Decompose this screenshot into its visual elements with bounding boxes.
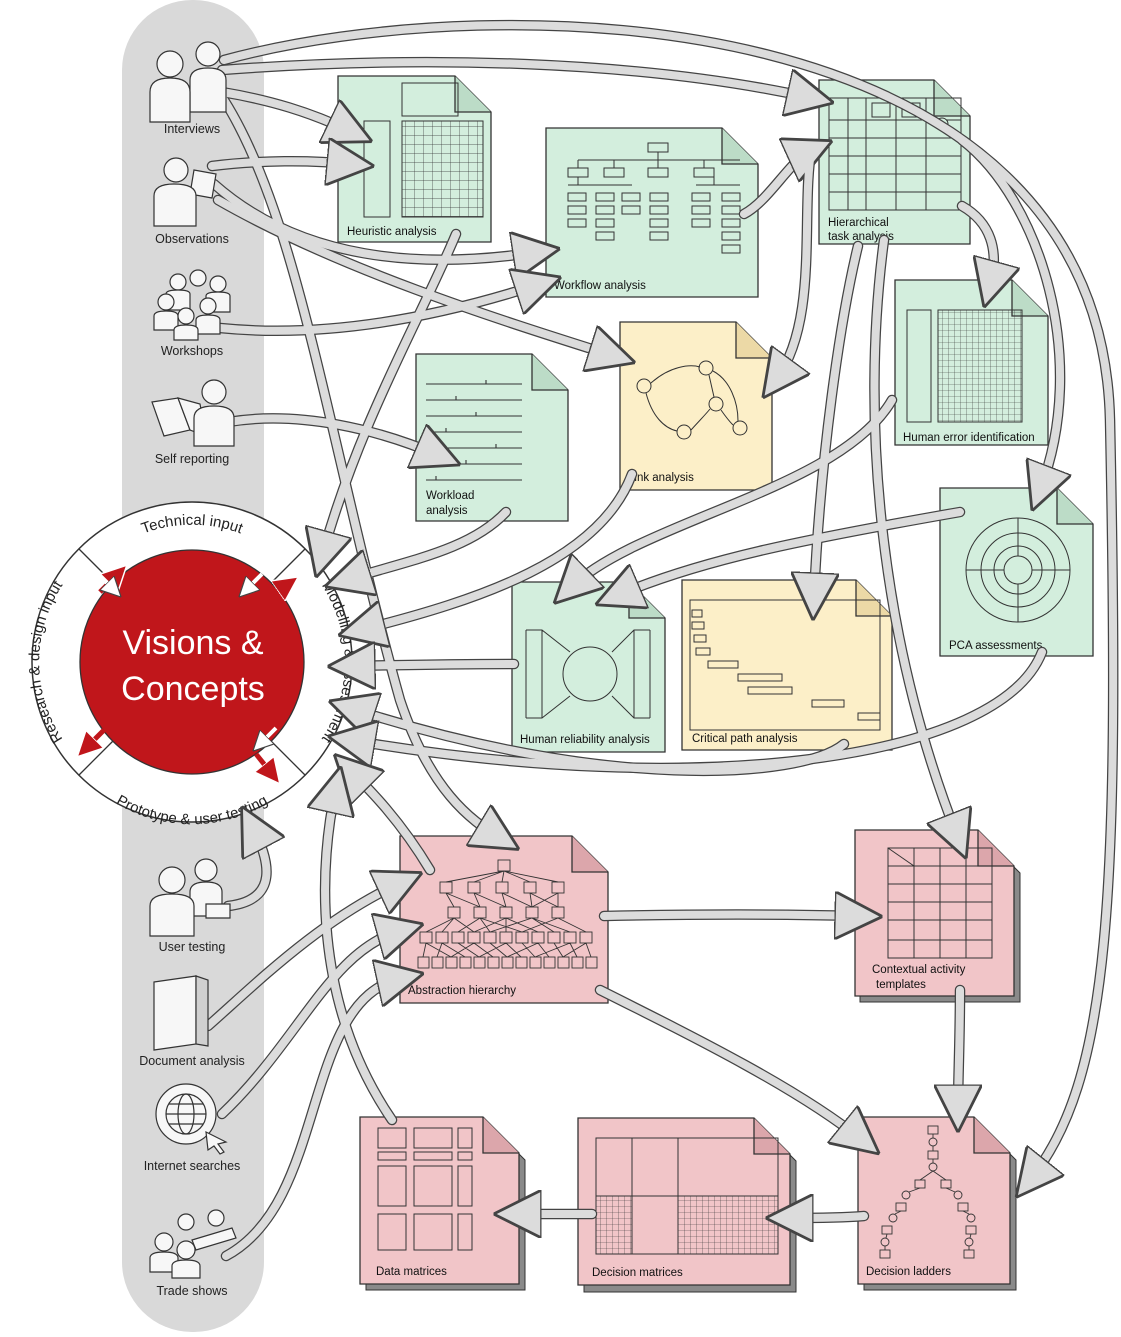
document-book-icon bbox=[153, 975, 209, 1051]
doc-label-cat-line1: Contextual activity bbox=[872, 964, 966, 976]
input-internet-searches: Internet searches bbox=[144, 1083, 241, 1173]
doc-decision-matrices: Decision matrices bbox=[577, 1117, 797, 1293]
doc-workload-analysis: Workload analysis bbox=[415, 353, 569, 522]
doc-label-workload-line2: analysis bbox=[426, 505, 468, 517]
doc-label-heuristic: Heuristic analysis bbox=[347, 226, 437, 238]
doc-label-hta-line1: Hierarchical bbox=[828, 217, 889, 229]
flow-arrows bbox=[202, 19, 1119, 1262]
input-trade-shows: Trade shows bbox=[149, 1209, 237, 1298]
doc-contextual-activity-templates: Contextual activity templates bbox=[854, 829, 1021, 1003]
doc-human-error-identification: Human error identification bbox=[894, 279, 1049, 446]
doc-link-analysis: Link analysis bbox=[619, 321, 773, 491]
doc-label-cat-line2: templates bbox=[876, 979, 926, 991]
workshop-group-icon bbox=[153, 269, 231, 341]
doc-label-cpa: Critical path analysis bbox=[692, 733, 798, 745]
doc-label-ah: Abstraction hierarchy bbox=[408, 985, 516, 997]
input-label-trade-shows: Trade shows bbox=[156, 1284, 227, 1298]
doc-label-hta-line2: task analysis bbox=[828, 231, 894, 243]
input-label-internet-searches: Internet searches bbox=[144, 1159, 241, 1173]
doc-workflow-analysis: Workflow analysis bbox=[545, 127, 759, 298]
doc-abstraction-hierarchy: Abstraction hierarchy bbox=[399, 835, 609, 1004]
doc-label-datam: Data matrices bbox=[376, 1266, 447, 1278]
user-testing-people-icon bbox=[149, 858, 231, 937]
observation-person-icon bbox=[153, 157, 217, 227]
doc-label-workload-line1: Workload bbox=[426, 490, 474, 502]
center-title-line1: Visions & bbox=[122, 624, 263, 662]
doc-label-dm: Decision matrices bbox=[592, 1267, 683, 1279]
input-label-user-testing: User testing bbox=[159, 940, 226, 954]
doc-label-hra: Human reliability analysis bbox=[520, 734, 650, 746]
center-title-line2: Concepts bbox=[121, 670, 265, 708]
input-label-interviews: Interviews bbox=[164, 122, 220, 136]
doc-heuristic-analysis: Heuristic analysis bbox=[337, 75, 492, 243]
input-self-reporting: Self reporting bbox=[151, 379, 235, 466]
doc-critical-path-analysis: Critical path analysis bbox=[681, 579, 893, 751]
self-report-book-icon bbox=[151, 379, 235, 447]
doc-label-link: Link analysis bbox=[628, 472, 694, 484]
doc-label-dl: Decision ladders bbox=[866, 1266, 951, 1278]
doc-human-reliability-analysis: Human reliability analysis bbox=[511, 581, 666, 753]
doc-data-matrices: Data matrices bbox=[359, 1116, 526, 1291]
input-label-observations: Observations bbox=[155, 232, 229, 246]
visions-concepts-wheel: Visions & Concepts Technical input Resea… bbox=[26, 501, 358, 828]
input-label-workshops: Workshops bbox=[161, 344, 223, 358]
input-label-self-reporting: Self reporting bbox=[155, 452, 229, 466]
doc-label-pca: PCA assessments bbox=[949, 640, 1043, 652]
input-interviews: Interviews bbox=[149, 41, 227, 136]
doc-label-workflow: Workflow analysis bbox=[554, 280, 646, 292]
input-label-document-analysis: Document analysis bbox=[139, 1054, 245, 1068]
input-workshops: Workshops bbox=[153, 269, 231, 358]
doc-label-hei: Human error identification bbox=[903, 432, 1035, 444]
globe-cursor-icon bbox=[155, 1083, 228, 1155]
doc-decision-ladders: Decision ladders bbox=[857, 1116, 1017, 1291]
input-user-testing: User testing bbox=[149, 858, 231, 954]
interview-people-icon bbox=[149, 41, 227, 123]
input-observations: Observations bbox=[153, 157, 229, 246]
doc-pca-assessments: PCA assessments bbox=[939, 487, 1094, 657]
input-document-analysis: Document analysis bbox=[139, 975, 245, 1068]
trade-show-people-icon bbox=[149, 1209, 237, 1279]
